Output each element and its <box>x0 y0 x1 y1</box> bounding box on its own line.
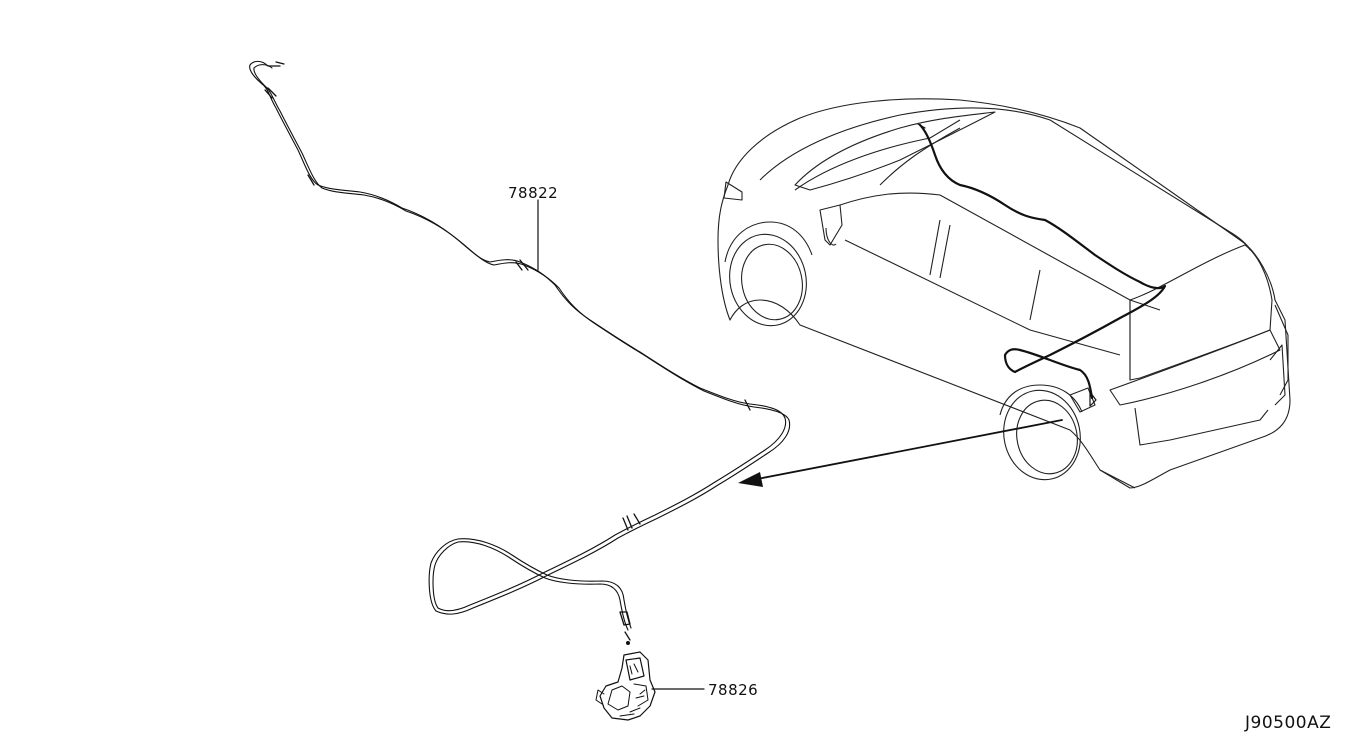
vehicle-outline <box>717 98 1291 489</box>
cable-78822 <box>249 60 791 645</box>
reference-arrow <box>738 419 1063 487</box>
part-label-78822: 78822 <box>508 184 558 202</box>
part-label-78826: 78826 <box>708 681 758 699</box>
drawing-code: J90500AZ <box>1244 713 1331 733</box>
actuator-78826 <box>595 651 656 721</box>
vehicle-cable-route <box>917 123 1167 407</box>
